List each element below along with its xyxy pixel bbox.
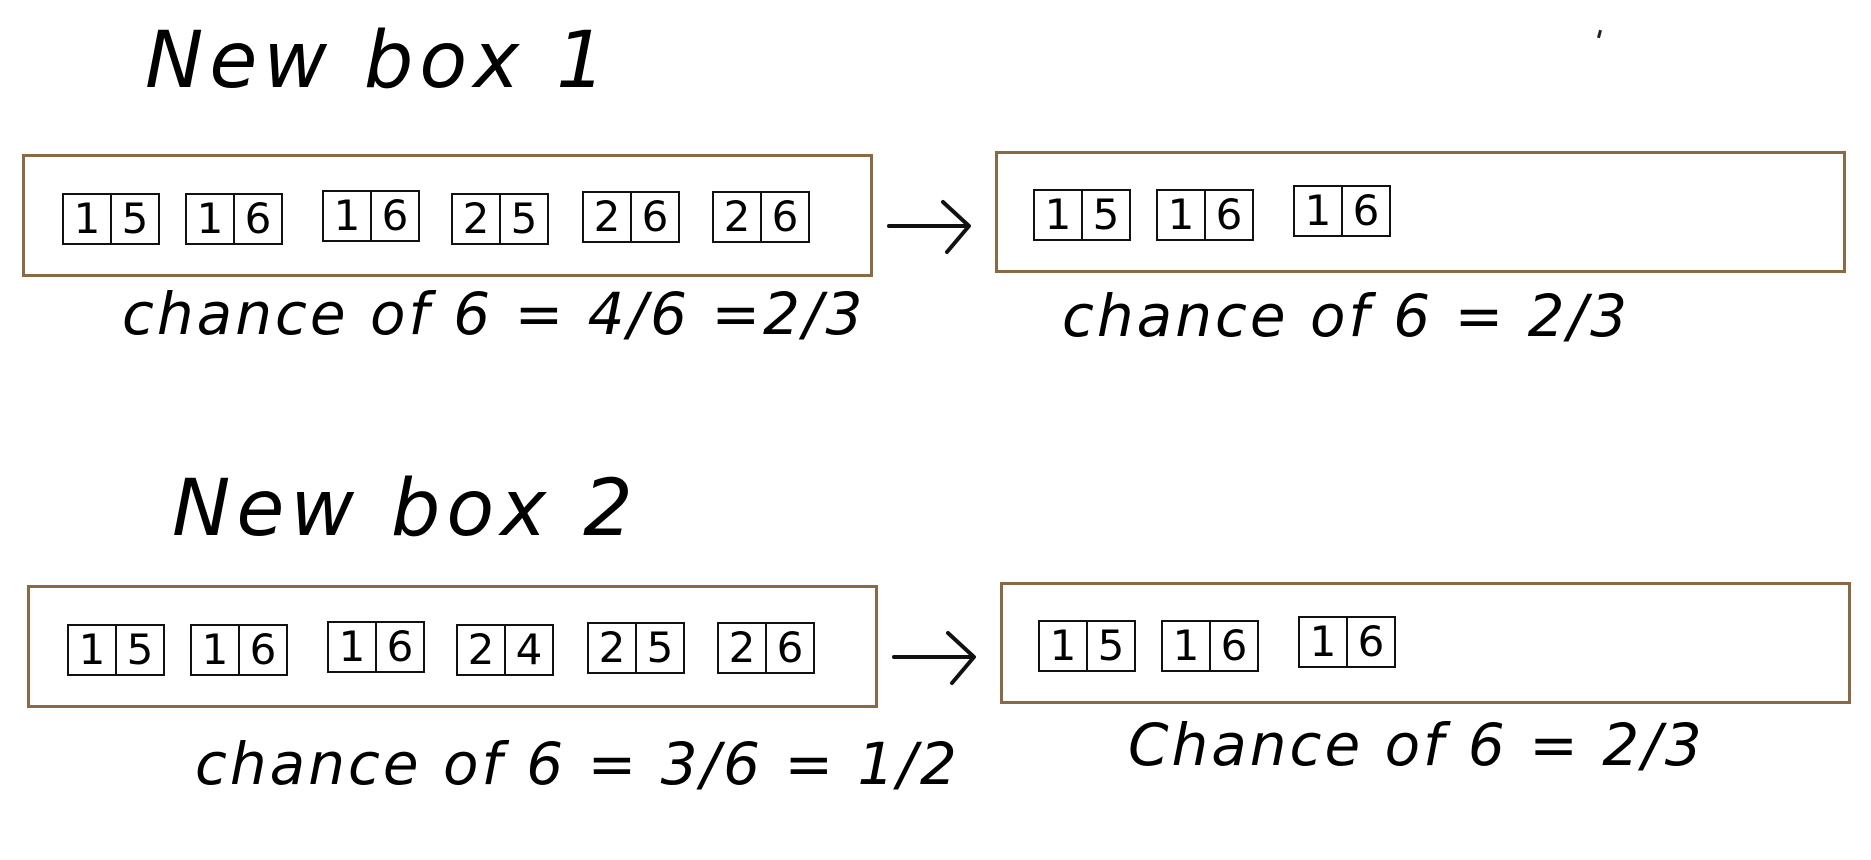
- card: 1 5: [62, 193, 160, 245]
- card-face: 1: [73, 194, 101, 243]
- card: 1 5: [1038, 620, 1136, 672]
- card: 1 6: [1298, 616, 1396, 668]
- card-face: 1: [1167, 190, 1195, 239]
- section-2-right-box: [1000, 582, 1851, 704]
- card-face: 1: [338, 622, 366, 671]
- card-face: 6: [1341, 187, 1389, 235]
- card-face: 2: [723, 192, 751, 241]
- card-face: 5: [635, 624, 683, 672]
- card: 1 6: [1161, 620, 1259, 672]
- card-face: 5: [1086, 622, 1134, 670]
- section-1-left-caption: chance of 6 = 4/6 =2/3: [122, 280, 866, 348]
- card: 2 6: [582, 191, 680, 243]
- card-face: 2: [462, 194, 490, 243]
- card-face: 1: [333, 191, 361, 240]
- card-face: 6: [375, 623, 423, 671]
- card: 2 6: [717, 622, 815, 674]
- card-face: 2: [728, 623, 756, 672]
- stray-mark: [1597, 29, 1602, 39]
- card: 1 6: [185, 193, 283, 245]
- card-face: 2: [598, 623, 626, 672]
- card: 2 4: [456, 624, 554, 676]
- card-face: 5: [499, 195, 547, 243]
- right-arrow-icon: [887, 200, 971, 254]
- card-face: 1: [1044, 190, 1072, 239]
- card-face: 6: [765, 624, 813, 672]
- card-face: 6: [760, 193, 808, 241]
- card-face: 4: [504, 626, 552, 674]
- card-face: 1: [1309, 617, 1337, 666]
- card-face: 1: [196, 194, 224, 243]
- card-face: 6: [630, 193, 678, 241]
- card: 1 6: [1293, 185, 1391, 237]
- card-face: 6: [1346, 618, 1394, 666]
- card-face: 5: [115, 626, 163, 674]
- card: 2 5: [587, 622, 685, 674]
- card-face: 1: [1049, 621, 1077, 670]
- section-2-right-caption: Chance of 6 = 2/3: [1128, 711, 1705, 779]
- card: 1 5: [67, 624, 165, 676]
- right-arrow-icon: [892, 631, 976, 685]
- card-face: 1: [201, 625, 229, 674]
- card-face: 6: [1209, 622, 1257, 670]
- card-face: 6: [1204, 191, 1252, 239]
- card-face: 2: [467, 625, 495, 674]
- section-1-right-box: [995, 151, 1846, 273]
- section-2-left-caption: chance of 6 = 3/6 = 1/2: [195, 730, 960, 798]
- card-face: 1: [78, 625, 106, 674]
- card-face: 1: [1304, 186, 1332, 235]
- card-face: 1: [1172, 621, 1200, 670]
- section-2-title: New box 2: [172, 464, 639, 554]
- card: 1 5: [1033, 189, 1131, 241]
- card-face: 6: [370, 192, 418, 240]
- card-face: 5: [110, 195, 158, 243]
- card: 1 6: [1156, 189, 1254, 241]
- card: 1 6: [327, 621, 425, 673]
- card-face: 6: [238, 626, 286, 674]
- card: 1 6: [190, 624, 288, 676]
- card-face: 2: [593, 192, 621, 241]
- card: 1 6: [322, 190, 420, 242]
- card: 2 5: [451, 193, 549, 245]
- card-face: 6: [233, 195, 281, 243]
- card: 2 6: [712, 191, 810, 243]
- card-face: 5: [1081, 191, 1129, 239]
- section-1-right-caption: chance of 6 = 2/3: [1062, 282, 1631, 350]
- section-1-title: New box 1: [145, 16, 612, 106]
